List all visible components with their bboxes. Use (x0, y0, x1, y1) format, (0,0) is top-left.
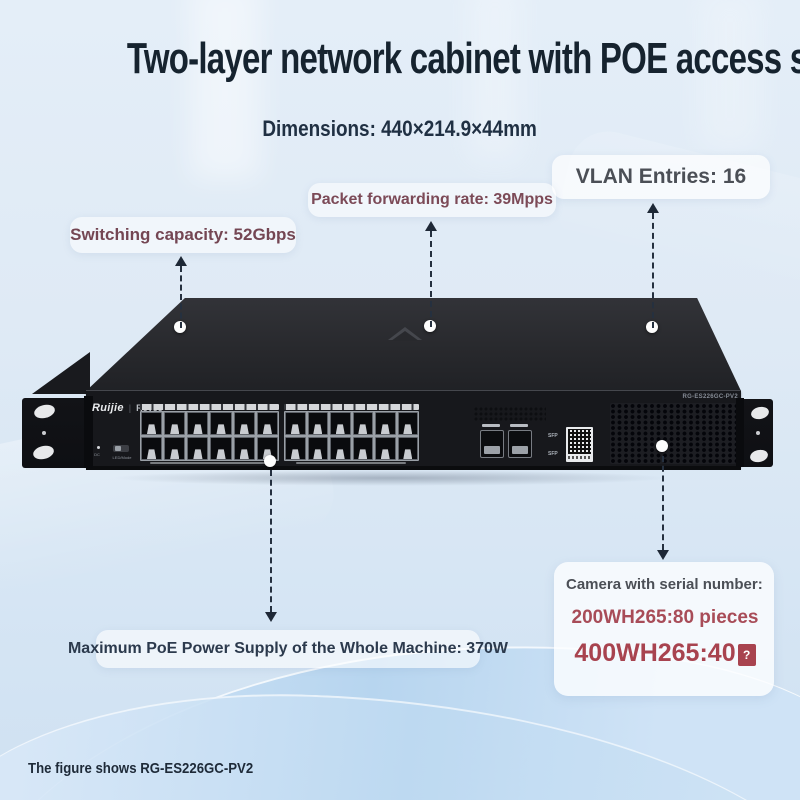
sfp-cage-2 (508, 430, 532, 458)
port-caption-bar (150, 462, 268, 464)
sfp-marker (482, 424, 500, 427)
mount-pin-hole (756, 431, 760, 435)
led-mode-switch (113, 445, 129, 452)
brand-ruijie: Ruijie (92, 402, 124, 414)
rj45-port (375, 412, 396, 435)
ear-flange-right (736, 398, 744, 467)
bg-light-band (550, 123, 800, 317)
sfp-marker (510, 424, 528, 427)
rack-ear-right (741, 399, 773, 467)
rj45-port (285, 412, 306, 435)
camera-card-title: Camera with serial number: (566, 576, 763, 593)
callout-dot (656, 440, 668, 452)
qr-serial-bar (568, 456, 591, 459)
camera-card-line1: 200WH265:80 pieces (571, 607, 759, 628)
sfp-label-top: SFP (548, 433, 558, 439)
callout-dot (264, 455, 276, 467)
device-top-cover (86, 298, 741, 391)
dimensions-text: Dimensions: 440×214.9×44mm (262, 116, 538, 141)
mount-pin-hole (42, 431, 46, 435)
port-block-1 (140, 411, 279, 461)
device-base-edge (86, 466, 741, 470)
rj45-port (397, 412, 418, 435)
rj45-port (164, 437, 186, 460)
ear-top-flange (32, 352, 90, 394)
bg-streak (190, 0, 260, 180)
rj45-port (352, 412, 373, 435)
callout-camera-card: Camera with serial number: 200WH265:80 p… (554, 562, 774, 696)
mount-hole (748, 448, 770, 464)
callout-switching-capacity: Switching capacity: 52Gbps (70, 217, 296, 253)
rj45-port (397, 437, 418, 460)
rj45-port (233, 437, 255, 460)
rj45-port (285, 437, 306, 460)
sfp-label-bottom: SFP (548, 451, 558, 457)
rj45-port (307, 437, 328, 460)
mount-hole (31, 443, 56, 462)
mount-hole (749, 405, 771, 421)
rj45-port (141, 412, 163, 435)
vent-holes (474, 407, 546, 421)
rj45-port (307, 412, 328, 435)
callout-vlan-entries: VLAN Entries: 16 (552, 155, 770, 199)
rj45-port (187, 412, 209, 435)
rj45-port (256, 412, 278, 435)
rj45-port (210, 437, 232, 460)
dc-led (97, 446, 100, 449)
mount-hole (32, 402, 57, 421)
ear-flange-left (84, 396, 93, 468)
sfp-cage-1 (480, 430, 504, 458)
figure-note: The figure shows RG-ES226GC-PV2 (28, 760, 254, 777)
bg-streak (700, 0, 760, 150)
camera-card-line2: 400WH265:40? (566, 639, 764, 668)
led-mode-label: LED/Mode (112, 455, 132, 460)
rj45-port (330, 437, 351, 460)
dc-label: DC (94, 452, 100, 457)
missing-glyph-box: ? (737, 644, 756, 666)
port-block-2 (284, 411, 419, 461)
brand-divider: | (128, 403, 132, 413)
qr-code-sticker (566, 427, 593, 462)
vent-grille (610, 403, 736, 464)
rj45-port (210, 412, 232, 435)
device-shadow (110, 470, 670, 486)
rj45-port (141, 437, 163, 460)
rj45-port (164, 412, 186, 435)
rj45-port (187, 437, 209, 460)
callout-packet-rate: Packet forwarding rate: 39Mpps (308, 183, 556, 217)
led-indicator-strip (140, 404, 279, 410)
rj45-port (330, 412, 351, 435)
page-title: Two-layer network cabinet with POE acces… (126, 34, 800, 83)
qr-code (568, 429, 591, 454)
model-label: RG-ES226GC-PV2 (682, 394, 738, 400)
led-indicator-strip (284, 404, 419, 410)
rack-ear-left (22, 398, 86, 468)
bg-streak (470, 0, 520, 160)
lid-triangle-mark-inner (391, 331, 419, 341)
port-caption-bar (296, 462, 406, 464)
rj45-port (233, 412, 255, 435)
rj45-port (375, 437, 396, 460)
rj45-port (352, 437, 373, 460)
callout-poe-power: Maximum PoE Power Supply of the Whole Ma… (68, 630, 508, 668)
